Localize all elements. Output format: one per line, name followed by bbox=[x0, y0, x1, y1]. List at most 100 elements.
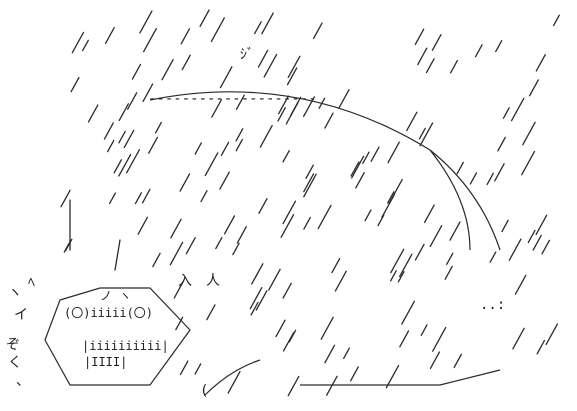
rain-stroke bbox=[303, 173, 315, 193]
rain-stroke bbox=[223, 215, 236, 235]
rain-stroke bbox=[263, 53, 278, 78]
rain-stroke bbox=[255, 290, 268, 311]
rain-stroke bbox=[118, 130, 126, 144]
rain-stroke bbox=[389, 270, 397, 282]
dots-mark: ..: bbox=[480, 297, 506, 313]
rain-stroke bbox=[522, 121, 536, 146]
rain-stroke bbox=[510, 97, 525, 122]
rain-stroke bbox=[249, 287, 263, 310]
rain-stroke bbox=[420, 324, 428, 336]
sound-comma: 、 bbox=[16, 373, 30, 389]
rain-stroke bbox=[169, 241, 184, 266]
rain-stroke bbox=[278, 95, 290, 115]
rain-stroke bbox=[429, 224, 443, 248]
rain-stroke bbox=[305, 164, 314, 179]
rain-stroke bbox=[536, 339, 546, 355]
rain-stroke bbox=[387, 141, 400, 164]
rain-stroke bbox=[261, 12, 274, 35]
rain-stroke bbox=[210, 17, 225, 43]
rain-stroke bbox=[282, 282, 292, 299]
rain-stroke bbox=[350, 161, 360, 177]
rain-stroke bbox=[60, 189, 71, 208]
rain-stroke bbox=[302, 96, 315, 118]
rain-stroke bbox=[142, 83, 154, 103]
rain-stroke bbox=[126, 149, 140, 174]
rain-stroke bbox=[535, 54, 546, 72]
rain-stroke bbox=[123, 129, 135, 149]
rain-stroke bbox=[170, 218, 182, 239]
rain-stroke bbox=[446, 252, 454, 265]
ground-line bbox=[300, 369, 501, 386]
rain-stroke bbox=[148, 136, 159, 154]
rain-stroke bbox=[253, 21, 262, 35]
rain-stroke bbox=[324, 344, 336, 364]
rain-stroke bbox=[399, 253, 413, 278]
sound-ku: く bbox=[8, 355, 22, 371]
rain-stroke bbox=[200, 190, 208, 203]
rain-stroke bbox=[87, 104, 99, 123]
rain-stroke bbox=[343, 347, 351, 359]
rain-stroke bbox=[181, 54, 191, 71]
rain-stroke bbox=[417, 47, 428, 66]
rain-stroke bbox=[179, 173, 191, 192]
rain-stroke bbox=[251, 263, 264, 285]
rain-stroke bbox=[495, 40, 503, 53]
rain-stroke bbox=[227, 370, 241, 394]
rain-stroke bbox=[429, 351, 441, 370]
rain-stroke bbox=[108, 192, 117, 205]
rain-stroke bbox=[211, 99, 223, 118]
rain-stroke bbox=[317, 204, 332, 230]
rain-stroke bbox=[64, 238, 73, 252]
rain-stroke bbox=[489, 251, 497, 263]
bottom-curl bbox=[204, 359, 261, 396]
bubble-iri: 入 bbox=[178, 273, 192, 289]
sound-zo: ぞ bbox=[6, 337, 20, 353]
helmet-inner-arc bbox=[429, 149, 471, 251]
rain-stroke bbox=[474, 44, 483, 58]
rain-stroke bbox=[502, 107, 510, 119]
rain-stroke bbox=[103, 122, 114, 140]
face-mouth: |iiiiiiiiii| bbox=[82, 339, 169, 353]
rain-stroke bbox=[282, 200, 297, 225]
rain-stroke bbox=[528, 79, 539, 97]
rain-stroke bbox=[118, 153, 132, 177]
rain-stroke bbox=[418, 127, 426, 140]
rain-stroke bbox=[282, 150, 290, 163]
rain-stroke bbox=[449, 59, 459, 74]
rain-stroke bbox=[386, 191, 395, 204]
rain-stroke bbox=[370, 146, 380, 162]
rain-stroke bbox=[456, 161, 464, 175]
rain-stroke bbox=[139, 10, 153, 34]
rain-stroke bbox=[236, 226, 247, 244]
rain-stroke bbox=[303, 216, 311, 230]
rain-stroke bbox=[161, 58, 174, 81]
rain-stroke bbox=[521, 150, 536, 176]
rain-stroke bbox=[423, 204, 435, 224]
rain-stroke bbox=[235, 138, 243, 152]
rain-stroke bbox=[399, 330, 410, 348]
rain-stroke bbox=[469, 172, 478, 185]
rain-stroke bbox=[552, 14, 560, 27]
rain-stroke bbox=[134, 192, 142, 205]
rain-stroke bbox=[180, 28, 191, 45]
rain-stroke bbox=[206, 304, 216, 321]
face-chin: |ΙΙΙΙ| bbox=[84, 355, 128, 369]
rain-stroke bbox=[532, 234, 542, 251]
rain-stroke bbox=[331, 257, 341, 274]
rain-stroke bbox=[444, 265, 453, 280]
rain-stroke bbox=[257, 49, 269, 68]
rain-stroke bbox=[449, 221, 461, 241]
left-mark-c: ヽ bbox=[8, 285, 22, 301]
rain-stroke bbox=[419, 122, 434, 147]
rain-stroke bbox=[541, 239, 551, 255]
rain-stroke bbox=[397, 271, 405, 283]
rain-stroke bbox=[113, 159, 123, 174]
rain-stroke bbox=[320, 316, 334, 340]
rain-stroke bbox=[334, 270, 347, 292]
left-mark-b: イ bbox=[14, 307, 28, 323]
rain-stroke bbox=[194, 363, 202, 375]
rain-stroke bbox=[453, 353, 463, 369]
rain-stroke bbox=[414, 243, 425, 261]
